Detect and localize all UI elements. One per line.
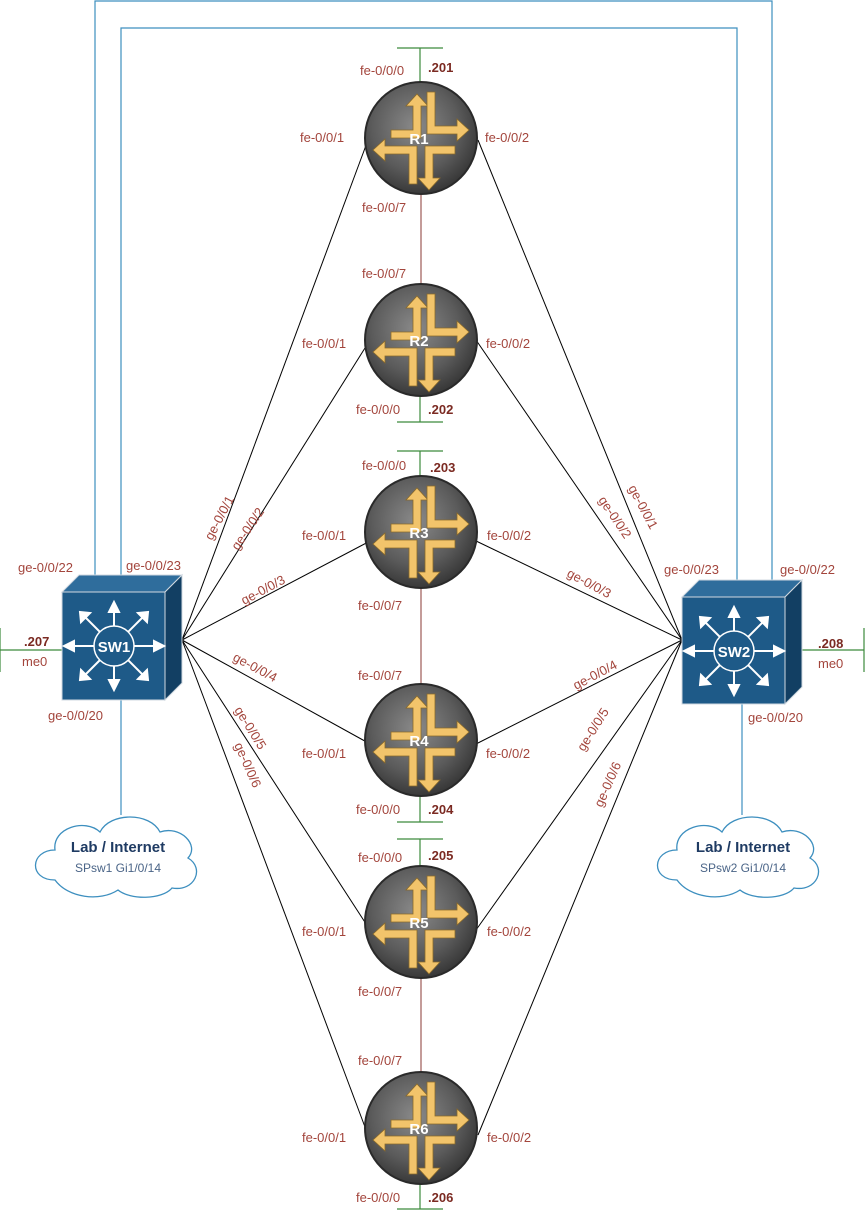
r5-south-label: fe-0/0/7	[358, 984, 402, 999]
r2-east-label: fe-0/0/2	[486, 336, 530, 351]
sw1-r2-link	[181, 339, 371, 641]
uplink-outer-loop	[94, 0, 773, 588]
sw1-r5-link	[181, 639, 371, 931]
cloud-left-title: Lab / Internet	[71, 839, 165, 856]
r3-east-label: fe-0/0/2	[487, 528, 531, 543]
sw2-port-2: ge-0/0/2	[596, 493, 635, 541]
sw1-name: SW1	[98, 639, 131, 656]
sw1-r6-link	[181, 639, 369, 1136]
router-r6[interactable]: R6	[364, 1071, 478, 1185]
sw2-name: SW2	[718, 644, 751, 661]
sw1-uplink-a-label: ge-0/0/22	[18, 560, 73, 575]
r5-mgmt-label: fe-0/0/0	[358, 850, 402, 865]
r6-ip: .206	[428, 1190, 453, 1205]
r6-west-label: fe-0/0/1	[302, 1130, 346, 1145]
router-r2-name: R2	[409, 333, 428, 350]
sw2-r4-link	[473, 639, 683, 746]
r5-ip: .205	[428, 848, 453, 863]
r6-north-label: fe-0/0/7	[358, 1053, 402, 1068]
r5-east-label: fe-0/0/2	[487, 924, 531, 939]
r4-mgmt-label: fe-0/0/0	[356, 802, 400, 817]
sw2-uplink-a-label: ge-0/0/23	[664, 562, 719, 577]
sw1-ip: .207	[24, 634, 49, 649]
sw2-port-6: ge-0/0/6	[591, 760, 624, 810]
cloud-right: Lab / Internet SPsw2 Gi1/0/14	[656, 816, 820, 898]
cloud-left: Lab / Internet SPsw1 Gi1/0/14	[34, 816, 198, 898]
r4-west-label: fe-0/0/1	[302, 746, 346, 761]
sw2-r3-link	[473, 539, 683, 641]
r4-east-label: fe-0/0/2	[486, 746, 530, 761]
router-r1-name: R1	[409, 131, 428, 148]
r2-north-label: fe-0/0/7	[362, 266, 406, 281]
sw1-uplink-b-label: ge-0/0/23	[126, 558, 181, 573]
sw2-r1-link	[477, 139, 683, 641]
r6-mgmt-label: fe-0/0/0	[356, 1190, 400, 1205]
sw2-r5-link	[475, 639, 683, 931]
r3-south-label: fe-0/0/7	[358, 598, 402, 613]
cloud-right-sub: SPsw2 Gi1/0/14	[700, 861, 786, 875]
router-labels: fe-0/0/0 .201 fe-0/0/1 fe-0/0/2 fe-0/0/7…	[300, 60, 531, 1205]
sw2-port-1: ge-0/0/1	[625, 482, 661, 531]
router-r4[interactable]: R4	[364, 683, 478, 797]
sw2-uplink-b-label: ge-0/0/22	[780, 562, 835, 577]
sw2-lab-port-label: ge-0/0/20	[748, 710, 803, 725]
sw1-port-1: ge-0/0/1	[201, 493, 237, 542]
r2-mgmt-label: fe-0/0/0	[356, 402, 400, 417]
switch-links	[181, 139, 683, 1136]
sw2-ip: .208	[818, 636, 843, 651]
sw1-port-4: ge-0/0/4	[231, 649, 280, 685]
r3-west-label: fe-0/0/1	[302, 528, 346, 543]
router-r2[interactable]: R2	[364, 283, 478, 397]
uplinks	[94, 0, 773, 815]
r1-east-label: fe-0/0/2	[485, 130, 529, 145]
r2-ip: .202	[428, 402, 453, 417]
r1-ip: .201	[428, 60, 453, 75]
sw1-r4-link	[181, 639, 373, 746]
router-r4-name: R4	[409, 733, 429, 750]
uplink-inner-loop	[120, 27, 738, 588]
switch-sw1[interactable]: SW1	[60, 573, 184, 702]
router-r3[interactable]: R3	[364, 475, 478, 589]
sw1-mgmt-label: me0	[22, 654, 47, 669]
router-r1[interactable]: R1	[364, 81, 478, 195]
cloud-left-sub: SPsw1 Gi1/0/14	[75, 861, 161, 875]
sw1-r3-link	[181, 539, 373, 641]
sw2-r6-link	[477, 639, 683, 1136]
switch-sw2[interactable]: SW2	[680, 578, 804, 706]
router-r5-name: R5	[409, 915, 428, 932]
r3-mgmt-label: fe-0/0/0	[362, 458, 406, 473]
router-r3-name: R3	[409, 525, 428, 542]
sw2-mgmt-label: me0	[818, 656, 843, 671]
r3-ip: .203	[430, 460, 455, 475]
sw1-r1-link	[181, 139, 369, 641]
cloud-right-title: Lab / Internet	[696, 839, 790, 856]
router-r6-name: R6	[409, 1121, 428, 1138]
r4-north-label: fe-0/0/7	[358, 668, 402, 683]
r5-west-label: fe-0/0/1	[302, 924, 346, 939]
router-r5[interactable]: R5	[364, 865, 478, 979]
sw1-port-3: ge-0/0/3	[238, 572, 287, 608]
sw1-port-2: ge-0/0/2	[228, 505, 267, 553]
sw1-lab-port-label: ge-0/0/20	[48, 708, 103, 723]
r4-ip: .204	[428, 802, 454, 817]
r1-west-label: fe-0/0/1	[300, 130, 344, 145]
r6-east-label: fe-0/0/2	[487, 1130, 531, 1145]
r1-south-label: fe-0/0/7	[362, 200, 406, 215]
r2-west-label: fe-0/0/1	[302, 336, 346, 351]
sw2-r2-link	[475, 339, 683, 641]
r1-mgmt-label: fe-0/0/0	[360, 63, 404, 78]
